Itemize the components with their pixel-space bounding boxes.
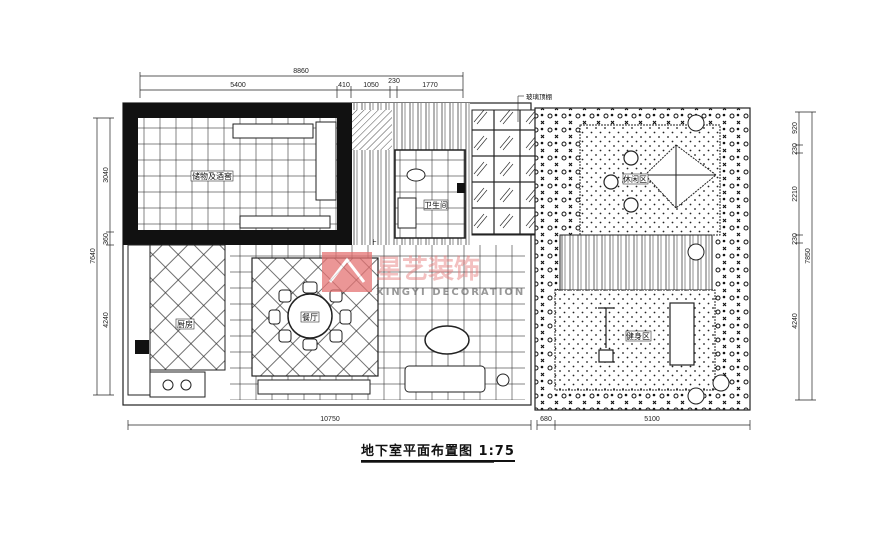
dim-top-4: 1770 bbox=[422, 82, 438, 89]
dim-right-4: 4240 bbox=[792, 313, 799, 329]
dining-chairs bbox=[268, 281, 352, 351]
sink bbox=[397, 197, 417, 229]
dim-top-3: 230 bbox=[388, 78, 400, 85]
room-label-bathroom: 卫生间 bbox=[424, 200, 448, 210]
dim-right-1: 230 bbox=[792, 143, 799, 155]
dim-bottom-1: 680 bbox=[540, 416, 552, 423]
exercise-bike bbox=[598, 307, 614, 363]
dim-left-2: 4240 bbox=[103, 312, 110, 328]
glass-roof-callout: 玻璃顶棚 bbox=[517, 92, 553, 122]
stair-up-label: 上 bbox=[370, 238, 377, 247]
watermark-logo: 星艺装饰 XINGYI DECORATION bbox=[322, 252, 525, 298]
room-label-leisure: 休闲区 bbox=[623, 174, 647, 184]
kitchen-floor bbox=[149, 244, 226, 371]
sofa bbox=[404, 365, 486, 393]
title-underline bbox=[361, 462, 494, 463]
dim-left-0: 3040 bbox=[103, 167, 110, 183]
dim-top-2: 1050 bbox=[363, 82, 379, 89]
dim-left-1: 360 bbox=[103, 233, 110, 245]
watermark-cn: 星艺装饰 bbox=[376, 255, 480, 285]
dim-top-total: 8860 bbox=[293, 68, 309, 75]
watermark-en: XINGYI DECORATION bbox=[376, 287, 525, 298]
room-label-dining: 餐厅 bbox=[302, 313, 318, 322]
drawing-title: 地下室平面布置图 1:75 bbox=[361, 440, 515, 462]
kitchen-counter bbox=[127, 244, 151, 396]
dim-bottom-2: 5100 bbox=[644, 416, 660, 423]
umbrella bbox=[644, 144, 717, 209]
glass-roof-label: 玻璃顶棚 bbox=[526, 92, 553, 101]
dimension-lines bbox=[93, 72, 816, 430]
stove-icon bbox=[135, 340, 149, 354]
dim-right-0: 920 bbox=[792, 122, 799, 134]
sideboard bbox=[257, 379, 371, 395]
deck bbox=[559, 234, 713, 291]
cabinet bbox=[315, 121, 337, 201]
counter bbox=[239, 215, 331, 229]
room-label-gym: 健身区 bbox=[626, 331, 650, 341]
dim-right-3: 230 bbox=[792, 233, 799, 245]
dim-right-2: 2210 bbox=[792, 186, 799, 202]
dim-left-total: 7640 bbox=[90, 248, 97, 264]
wine-shelf bbox=[232, 123, 314, 139]
planters bbox=[687, 114, 730, 405]
dim-top-0: 5400 bbox=[230, 82, 246, 89]
cooktop bbox=[149, 371, 206, 398]
leisure-chairs bbox=[603, 150, 639, 213]
coffee-table bbox=[424, 325, 470, 355]
room-label-storage: 储物及酒窖 bbox=[192, 171, 232, 181]
dim-bottom-0: 10750 bbox=[320, 416, 340, 423]
dim-top-1: 410 bbox=[338, 82, 350, 89]
treadmill bbox=[669, 302, 695, 366]
room-label-kitchen: 厨房 bbox=[177, 319, 193, 329]
toilet bbox=[406, 168, 426, 182]
dim-right-total: 7850 bbox=[805, 248, 812, 264]
